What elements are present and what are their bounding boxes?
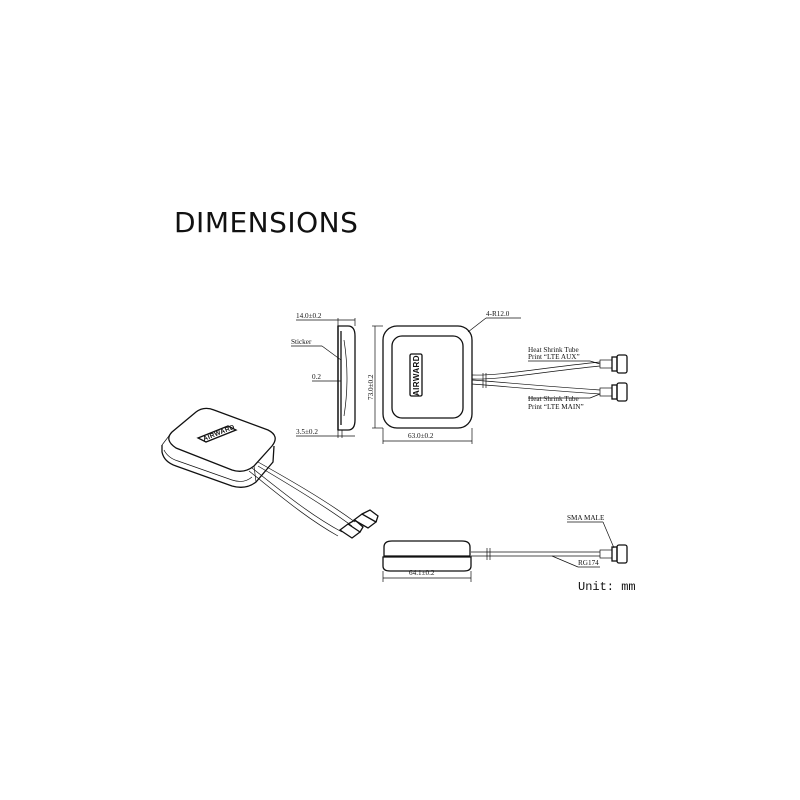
sticker-label: Sticker	[291, 338, 312, 346]
tube-main-label-1: Heat Shrink Tube	[528, 395, 579, 403]
front-side-view: SMA MALE RG174 64.1±0.2	[382, 514, 628, 582]
tube-main-label-2: Print “LTE MAIN”	[528, 403, 584, 411]
tube-aux-label-1: Heat Shrink Tube	[528, 346, 579, 354]
brand-label-top: AIRWARD	[412, 355, 421, 396]
unit-label: Unit: mm	[578, 580, 636, 594]
corner-radius-label: 4-R12.0	[486, 310, 510, 318]
brand-label-iso: AIRWARD	[202, 424, 236, 443]
side-profile-view: 14.0±0.2 Sticker 0.2 3.5±0.2	[291, 312, 356, 438]
thickness-label: 14.0±0.2	[296, 312, 322, 320]
width-label: 63.0±0.2	[408, 432, 434, 440]
height-label: 73.0±0.2	[367, 374, 375, 400]
sticker-depth-label: 0.2	[312, 373, 321, 381]
page-title: DIMENSIONS	[174, 206, 359, 239]
isometric-view: AIRWARD	[161, 407, 379, 539]
edge-label: 3.5±0.2	[296, 428, 318, 436]
connector-label: SMA MALE	[567, 514, 605, 522]
top-view: AIRWARD 4-R12.0 73.0±0.2 63.0±0.2 Heat S…	[367, 310, 628, 444]
tube-aux-label-2: Print “LTE AUX”	[528, 353, 580, 361]
cable-label: RG174	[578, 559, 599, 567]
side-width-label: 64.1±0.2	[409, 569, 435, 577]
